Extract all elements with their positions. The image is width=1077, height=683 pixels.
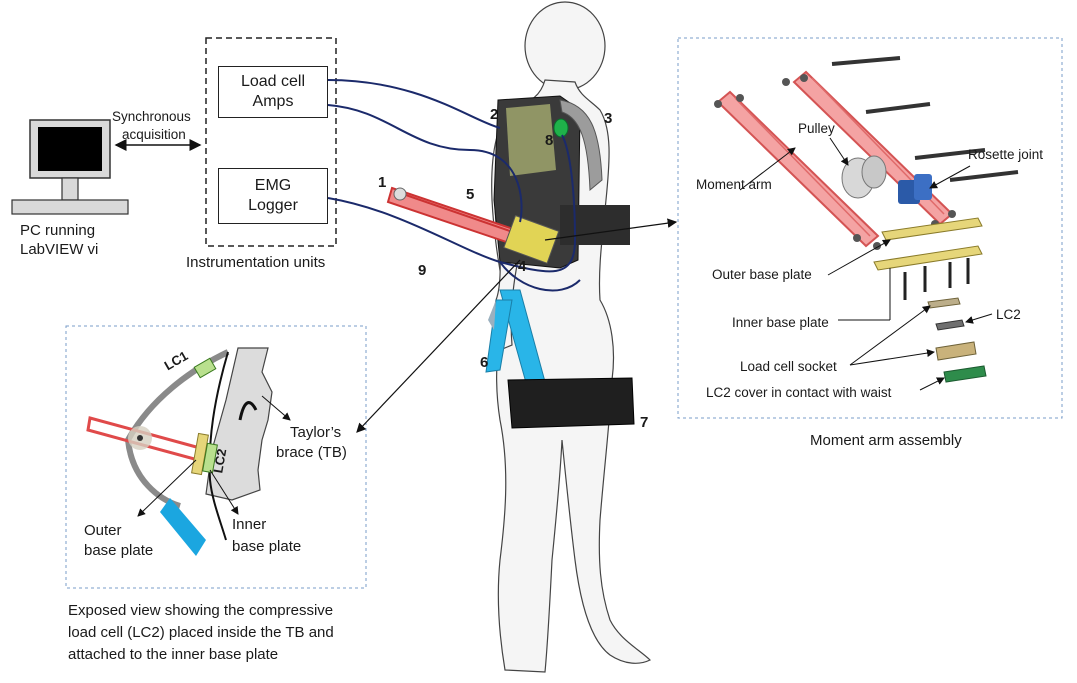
label-4: 4 [518, 258, 526, 275]
assembly-pulley-label: Pulley [798, 120, 835, 138]
assembly-title: Moment arm assembly [810, 432, 962, 450]
thigh-cuff [508, 378, 634, 428]
pc-monitor-icon [12, 120, 128, 214]
exposed-caption-line3: attached to the inner base plate [68, 646, 278, 664]
label-5: 5 [466, 186, 474, 203]
emg-logger-box: EMG Logger [218, 168, 328, 224]
exposed-outer-line1: Outer [84, 522, 122, 540]
label-1: 1 [378, 174, 386, 191]
assembly-inner-plate-label: Inner base plate [732, 314, 829, 332]
exposed-outer-line2: base plate [84, 542, 153, 560]
emg-line1: EMG [219, 176, 327, 196]
label-9: 9 [418, 262, 426, 279]
pc-label-line1: PC running [20, 222, 95, 240]
loadcell-line1: Load cell [219, 72, 327, 92]
sync-label-line2: acquisition [122, 126, 186, 144]
label-2: 2 [490, 106, 498, 123]
exposed-tb-line2: brace (TB) [276, 444, 347, 462]
exposed-caption-line2: load cell (LC2) placed inside the TB and [68, 624, 334, 642]
assembly-rosette-label: Rosette joint [968, 146, 1043, 164]
assembly-lc2-label: LC2 [996, 306, 1021, 324]
assembly-cover-label: LC2 cover in contact with waist [706, 384, 891, 402]
assembly-outer-plate-label: Outer base plate [712, 266, 812, 284]
exposed-tb-line1: Taylor’s [290, 424, 341, 442]
instrumentation-caption: Instrumentation units [186, 254, 325, 272]
exposed-inner-line2: base plate [232, 538, 301, 556]
label-7: 7 [640, 414, 648, 431]
emg-sensor-icon [554, 119, 568, 137]
exposed-inner-line1: Inner [232, 516, 266, 534]
label-6: 6 [480, 354, 488, 371]
label-8: 8 [545, 132, 553, 149]
assembly-moment-arm-label: Moment arm [696, 176, 772, 194]
emg-line2: Logger [219, 196, 327, 216]
label-3: 3 [604, 110, 612, 127]
sync-label-line1: Synchronous [112, 108, 191, 126]
assembly-socket-label: Load cell socket [740, 358, 837, 376]
loadcell-amps-box: Load cell Amps [218, 66, 328, 118]
assembly-graphic [714, 58, 1018, 390]
pc-label-line2: LabVIEW vi [20, 241, 98, 259]
loadcell-line2: Amps [219, 92, 327, 112]
exposed-caption-line1: Exposed view showing the compressive [68, 602, 333, 620]
